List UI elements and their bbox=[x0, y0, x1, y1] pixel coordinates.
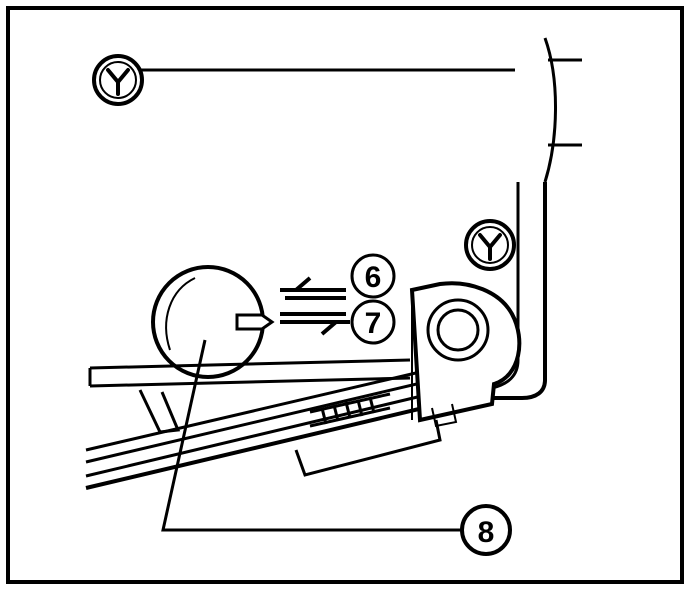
adjustment-knob bbox=[151, 265, 275, 379]
callout-6-label: 6 bbox=[365, 261, 382, 294]
screw-head-icon bbox=[92, 54, 144, 106]
leader-line-8 bbox=[161, 339, 462, 532]
callout-8: 8 bbox=[460, 504, 512, 556]
pivot-housing bbox=[409, 281, 522, 428]
callout-8-label: 8 bbox=[478, 516, 495, 549]
arrow-right-icon bbox=[280, 312, 350, 336]
figure-border bbox=[6, 6, 684, 584]
callout-7-label: 7 bbox=[365, 307, 382, 340]
screw-head-icon bbox=[464, 219, 516, 271]
base-rail bbox=[85, 358, 441, 490]
callout-6: 6 bbox=[350, 253, 396, 299]
arrow-left-icon bbox=[280, 276, 346, 300]
callout-7: 7 bbox=[350, 299, 396, 345]
lower-foot bbox=[294, 419, 442, 477]
coil-spring bbox=[309, 392, 391, 428]
